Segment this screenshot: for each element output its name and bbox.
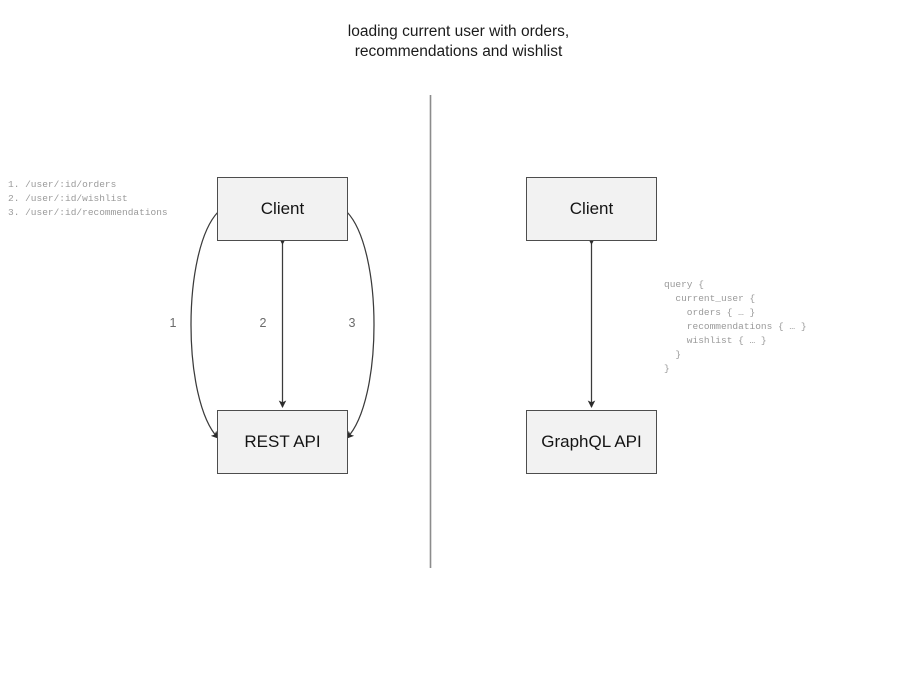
- node-graphql-api-label: GraphQL API: [541, 432, 642, 451]
- rest-endpoint-list: 1. /user/:id/orders 2. /user/:id/wishlis…: [8, 179, 168, 218]
- node-client-graphql-label: Client: [569, 199, 614, 218]
- node-client-graphql[interactable]: Client: [526, 177, 657, 241]
- node-rest-api[interactable]: REST API: [217, 410, 348, 474]
- rest-connector-label-2: 2: [259, 316, 267, 330]
- rest-connector-1: [190, 204, 226, 439]
- node-graphql-api[interactable]: GraphQL API: [526, 410, 657, 474]
- node-rest-api-label: REST API: [244, 432, 321, 451]
- rest-connector-label-1: 1: [169, 316, 177, 330]
- rest-connector-3: [339, 204, 375, 439]
- node-client-rest-label: Client: [260, 199, 305, 218]
- graphql-query-block: query { current_user { orders { … } reco…: [664, 279, 807, 374]
- rest-connector-label-3: 3: [348, 316, 356, 330]
- node-client-rest[interactable]: Client: [217, 177, 348, 241]
- page-title: loading current user with orders, recomm…: [347, 23, 570, 60]
